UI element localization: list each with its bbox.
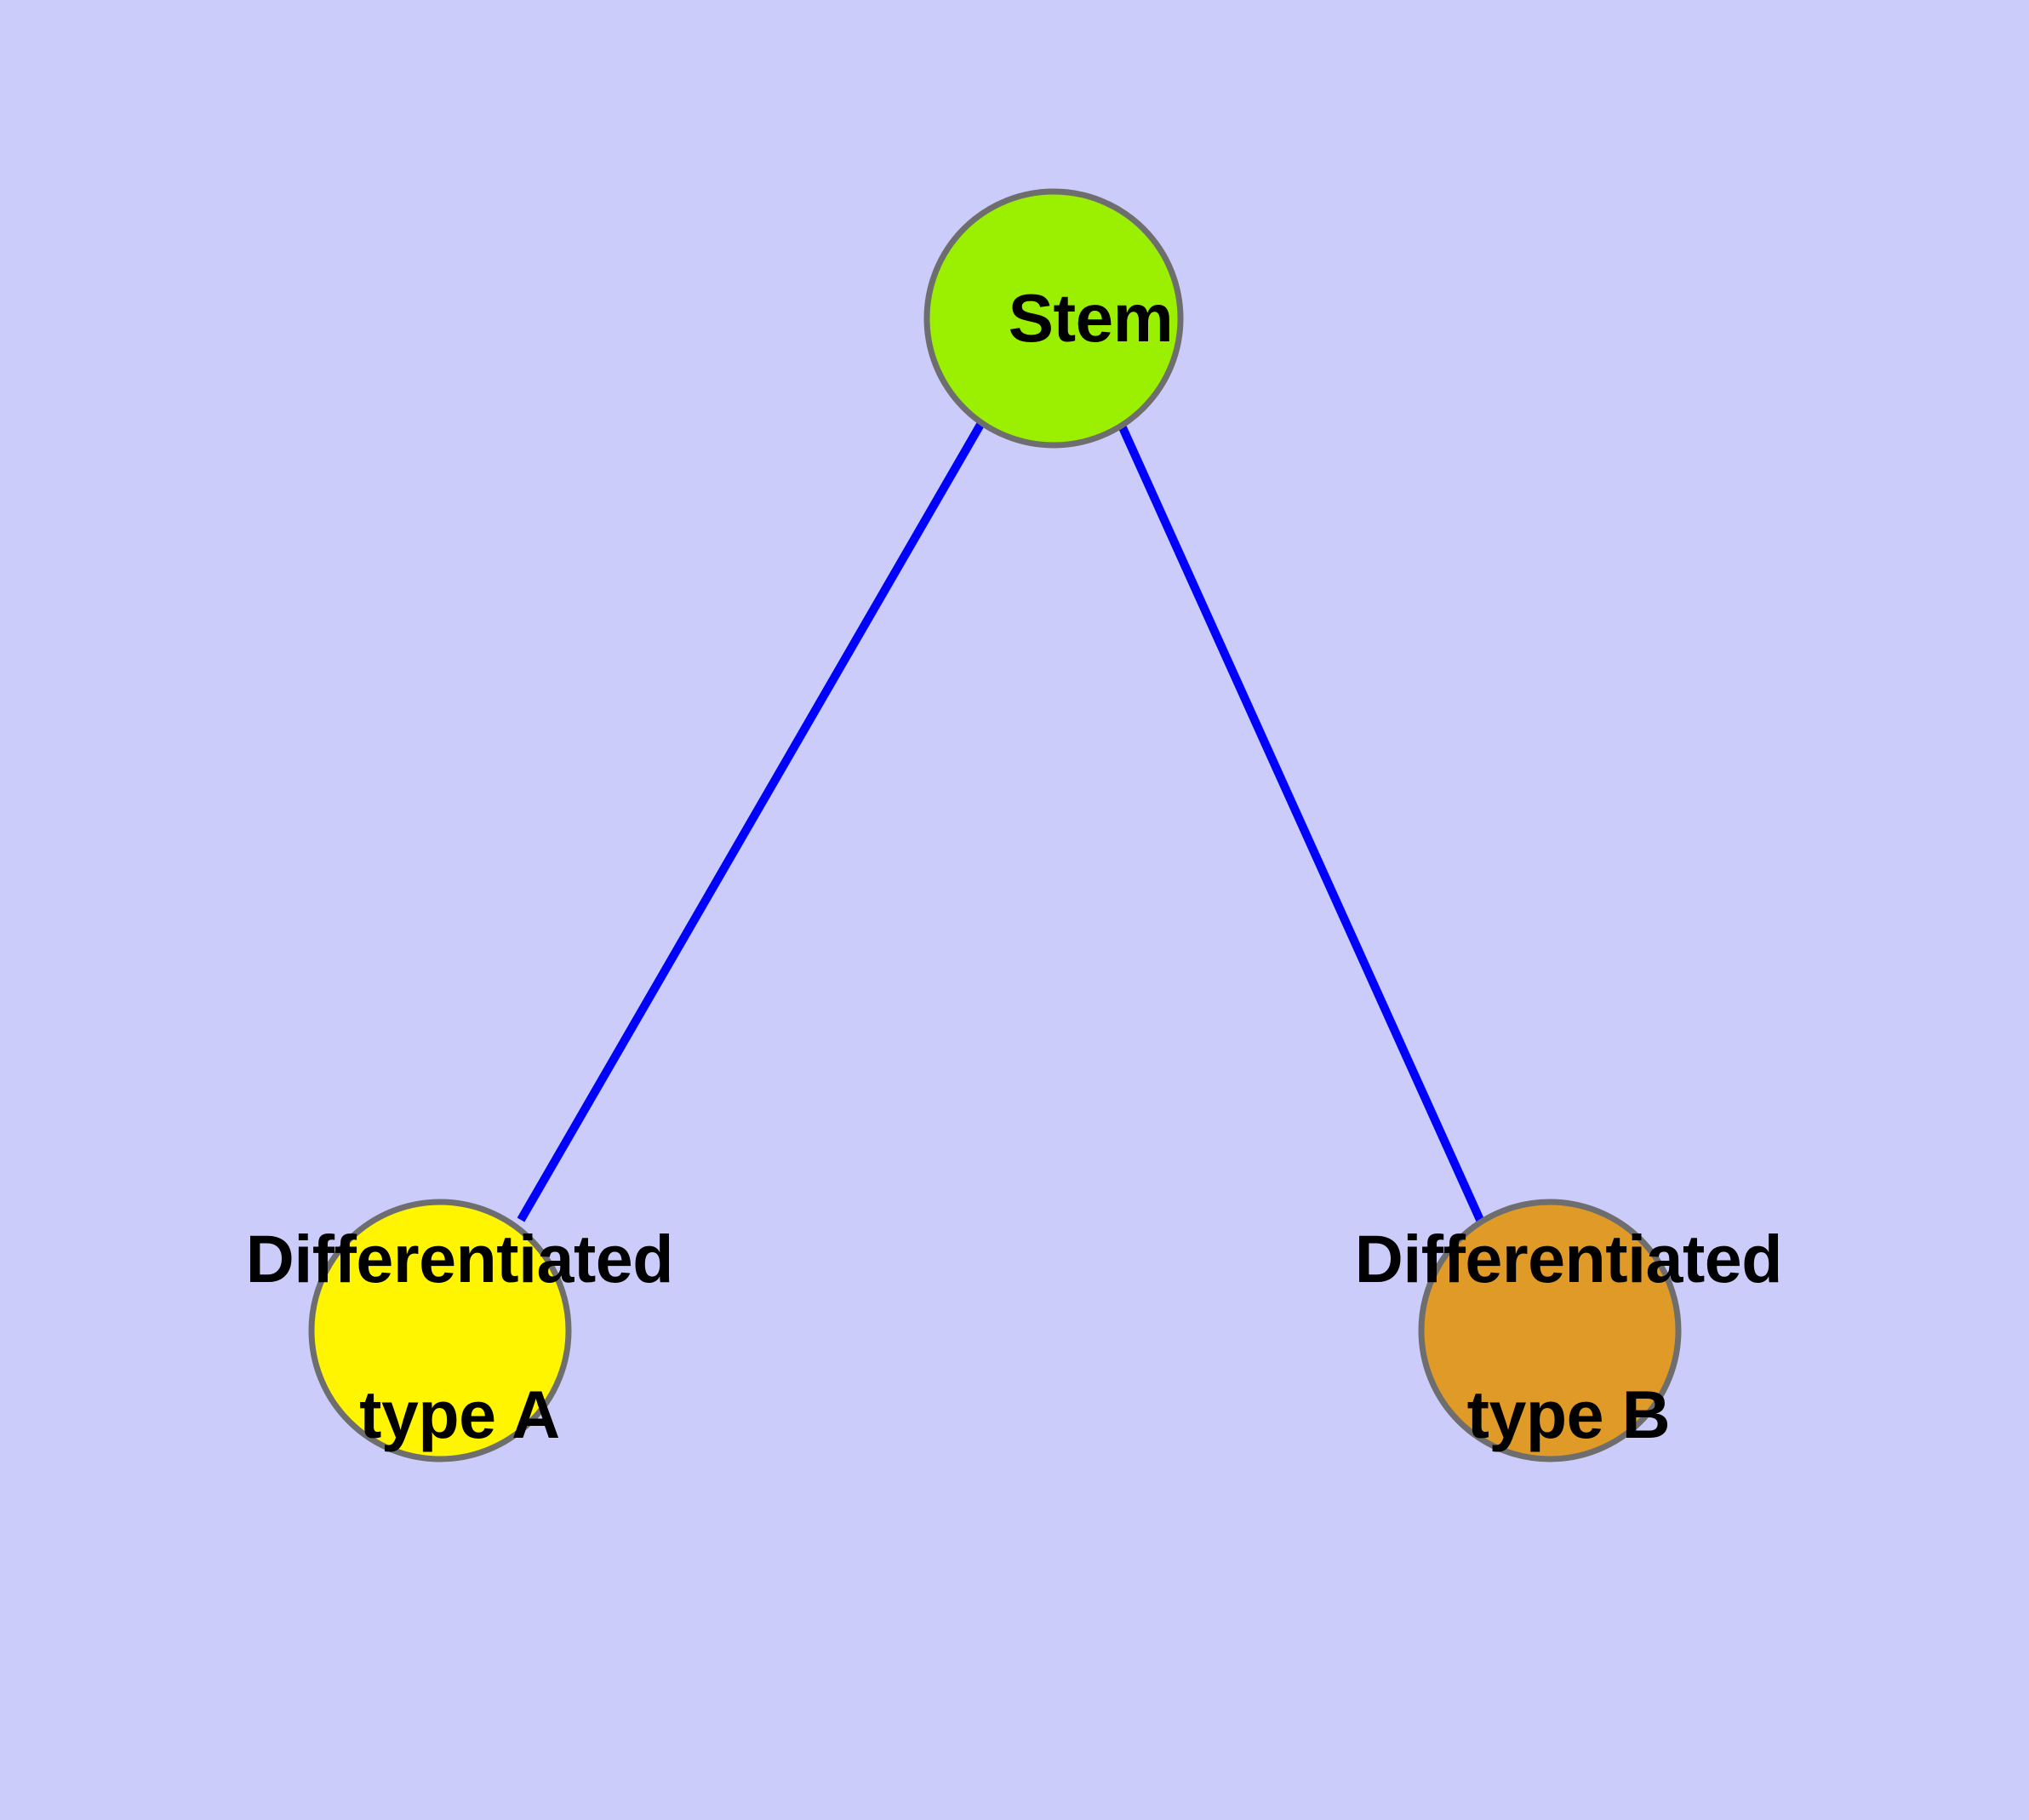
edge-stem-to-diff-b: [1117, 423, 1484, 1222]
edge-layer: [517, 421, 1484, 1222]
node-circle-diff-a[interactable]: [308, 1199, 572, 1462]
node-circle-diff-b[interactable]: [1418, 1199, 1682, 1462]
node-circle-stem[interactable]: [923, 188, 1184, 449]
edge-stem-to-diff-a: [517, 421, 986, 1222]
node-layer: [308, 188, 1682, 1462]
